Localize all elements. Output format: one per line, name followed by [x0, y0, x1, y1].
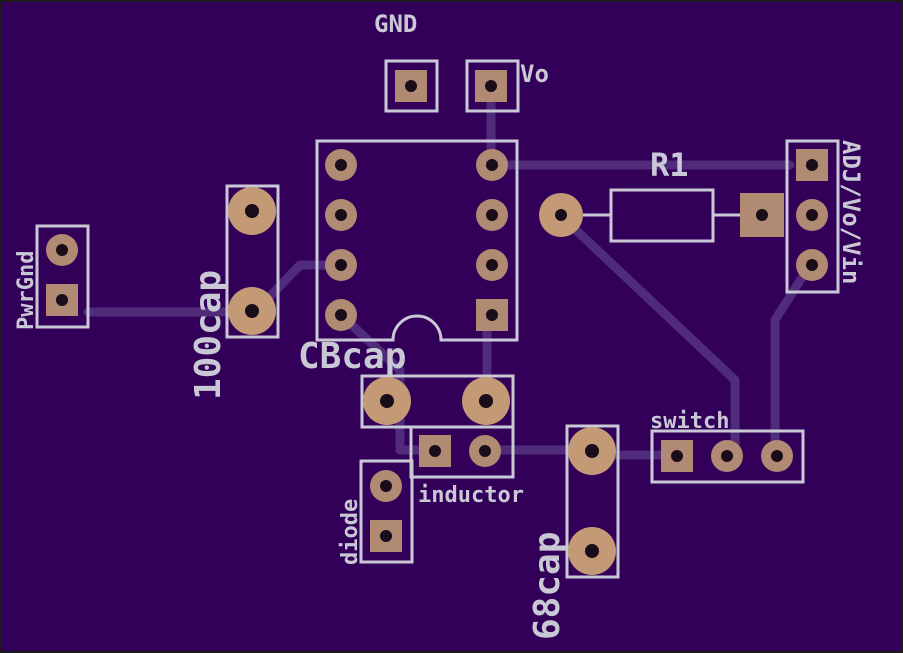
adj-vo-vin-header: ADJ/Vo/Vin — [785, 139, 865, 294]
adj-label: ADJ/Vo/Vin — [837, 140, 865, 285]
capacitor-100cap: 100cap — [188, 184, 280, 400]
switch-label: switch — [650, 409, 729, 434]
inductor-label: inductor — [418, 483, 524, 508]
cbcap-label: CBcap — [298, 336, 406, 377]
inductor-header: inductor — [409, 425, 524, 508]
cap68-label: 68cap — [527, 532, 568, 640]
gnd-header: GND — [374, 10, 439, 113]
switch-header: switch — [650, 409, 805, 484]
gnd-label: GND — [374, 10, 417, 38]
resistor-r1: R1 — [539, 146, 784, 243]
r1-label: R1 — [650, 146, 689, 184]
vo-header: Vo — [465, 59, 549, 113]
diode-header: diode — [338, 459, 414, 565]
ic-dip8 — [315, 139, 519, 342]
capacitor-68cap: 68cap — [527, 424, 620, 640]
cap100-label: 100cap — [188, 270, 229, 400]
pwrgnd-label: PwrGnd — [14, 251, 39, 330]
diode-label: diode — [338, 499, 363, 565]
vo-label: Vo — [520, 60, 549, 88]
pwrgnd-header: PwrGnd — [14, 224, 90, 330]
capacitor-cbcap: CBcap — [298, 336, 515, 429]
